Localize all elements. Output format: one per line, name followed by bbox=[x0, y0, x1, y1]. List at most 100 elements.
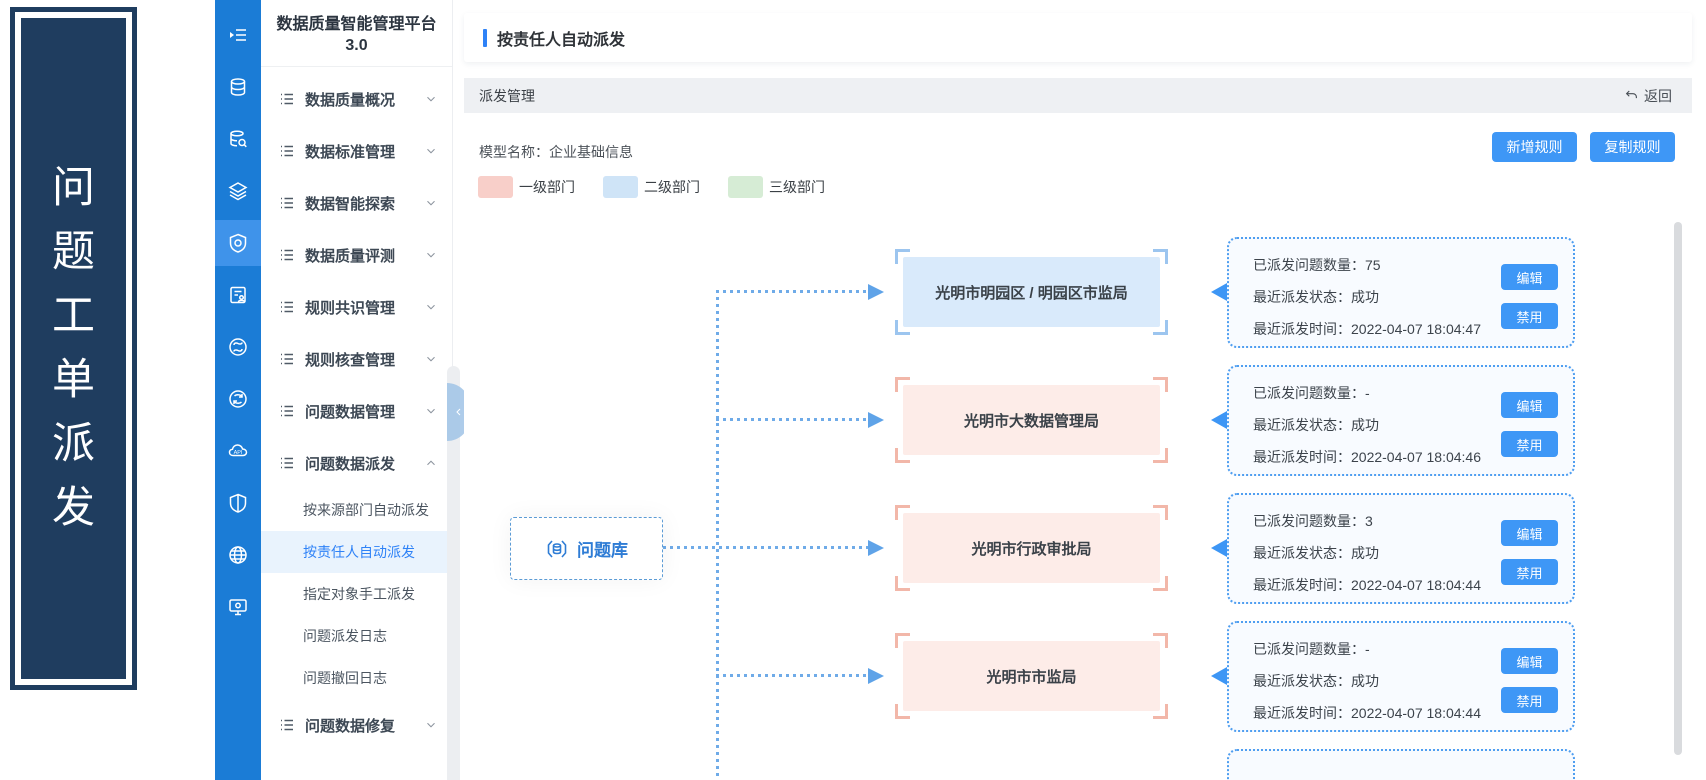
dispatch-status-row: 最近派发状态：2022-04-07 18:04:44成功 bbox=[1253, 665, 1573, 697]
globe-icon[interactable] bbox=[215, 532, 261, 578]
sidebar-item-data-quality-overview[interactable]: 数据质量概况 bbox=[261, 73, 452, 125]
edit-button[interactable]: 编辑 bbox=[1501, 520, 1558, 546]
sidebar-subitem-dispatch-log[interactable]: 问题派发日志 bbox=[261, 615, 452, 657]
banner-char: 单 bbox=[52, 356, 95, 404]
back-label: 返回 bbox=[1644, 87, 1672, 104]
shield-at-icon[interactable] bbox=[215, 220, 261, 266]
dispatch-status-row: 最近派发状态：成功 bbox=[1253, 537, 1573, 569]
dispatch-time-value: 2022-04-07 18:04:46 bbox=[1351, 449, 1481, 465]
sidebar-subitem-label: 按来源部门自动派发 bbox=[303, 502, 429, 518]
dept-node-label: 光明市明园区 / 明园区市监局 bbox=[935, 284, 1128, 302]
sidebar-item-rule-consensus[interactable]: 规则共识管理 bbox=[261, 281, 452, 333]
dispatch-info-card-partial bbox=[1227, 749, 1575, 780]
sync-alt-icon[interactable] bbox=[215, 376, 261, 422]
arrowhead-2 bbox=[868, 412, 884, 428]
card-pointer-1 bbox=[1211, 283, 1227, 301]
list-icon bbox=[281, 197, 293, 209]
dispatch-time-label: 最近派发时间： bbox=[1253, 577, 1351, 593]
panel-edge-scrollbar[interactable] bbox=[447, 366, 460, 780]
sidebar-subitem-dispatch-by-source-dept[interactable]: 按来源部门自动派发 bbox=[261, 489, 452, 531]
edit-button[interactable]: 编辑 bbox=[1501, 392, 1558, 418]
department-legend: 一级部门 二级部门 三级部门 bbox=[478, 176, 853, 198]
card-pointer-2 bbox=[1211, 411, 1227, 429]
shield-icon[interactable] bbox=[215, 480, 261, 526]
banner-char: 问 bbox=[52, 164, 95, 212]
disable-button[interactable]: 禁用 bbox=[1501, 303, 1558, 329]
page-header: 按责任人自动派发 bbox=[464, 13, 1692, 62]
edit-button[interactable]: 编辑 bbox=[1501, 648, 1558, 674]
corner-mark bbox=[895, 249, 910, 264]
sidebar-item-data-explore[interactable]: 数据智能探索 bbox=[261, 177, 452, 229]
problem-library-label: 问题库 bbox=[577, 541, 628, 560]
dispatch-status-row: 最近派发状态：成功 bbox=[1253, 281, 1573, 313]
dept-node-label: 光明市市监局 bbox=[986, 668, 1077, 686]
corner-mark bbox=[895, 633, 910, 648]
sidebar-subitem-label: 按责任人自动派发 bbox=[303, 544, 415, 560]
dept-node-4[interactable]: 光明市市监局 bbox=[895, 633, 1168, 719]
dispatch-info-card-3: 已派发问题数量：3 最近派发状态：成功 最近派发时间：2022-04-07 18… bbox=[1227, 493, 1575, 604]
list-icon bbox=[281, 405, 293, 417]
side-banner-text: 问 题 工 单 派 发 bbox=[21, 18, 126, 679]
corner-mark bbox=[1153, 576, 1168, 591]
disable-button[interactable]: 禁用 bbox=[1501, 559, 1558, 585]
database-search-icon[interactable] bbox=[215, 116, 261, 162]
sidebar-item-data-standard[interactable]: 数据标准管理 bbox=[261, 125, 452, 177]
connector-branch-3 bbox=[663, 546, 868, 549]
dept-node-1[interactable]: 光明市明园区 / 明园区市监局 bbox=[895, 249, 1168, 335]
sync-icon[interactable] bbox=[215, 324, 261, 370]
dispatch-info-card-2: 已派发问题数量：- 最近派发状态：成功 最近派发时间：2022-04-07 18… bbox=[1227, 365, 1575, 476]
arrowhead-4 bbox=[868, 668, 884, 684]
dispatch-status-row: 最近派发状态：成功 bbox=[1253, 409, 1573, 441]
list-icon bbox=[281, 145, 293, 157]
database-icon[interactable] bbox=[215, 64, 261, 110]
chevron-down-icon bbox=[427, 200, 435, 206]
sidebar-item-issue-data-dispatch[interactable]: 问题数据派发 bbox=[261, 437, 452, 489]
dept-node-2[interactable]: 光明市大数据管理局 bbox=[895, 377, 1168, 463]
connector-branch-2 bbox=[716, 418, 868, 421]
dispatch-status-label: 最近派发状态： bbox=[1253, 673, 1351, 689]
document-user-icon[interactable] bbox=[215, 272, 261, 318]
model-name-row: 模型名称：企业基础信息 bbox=[479, 142, 633, 162]
list-icon bbox=[281, 93, 293, 105]
dispatched-count-value: - bbox=[1365, 385, 1370, 401]
connector-branch-1 bbox=[716, 290, 868, 293]
sidebar-item-issue-data-management[interactable]: 问题数据管理 bbox=[261, 385, 452, 437]
sidebar-item-quality-evaluation[interactable]: 数据质量评测 bbox=[261, 229, 452, 281]
legend-label-level1: 一级部门 bbox=[519, 179, 575, 195]
dispatched-count-label: 已派发问题数量： bbox=[1253, 641, 1365, 657]
dispatched-count-label: 已派发问题数量： bbox=[1253, 513, 1365, 529]
collapse-menu-icon[interactable] bbox=[215, 12, 261, 58]
dispatch-info-card-1: 已派发问题数量：75 最近派发状态：成功 最近派发时间：2022-04-07 1… bbox=[1227, 237, 1575, 348]
sidebar-subitem-dispatch-by-owner[interactable]: 按责任人自动派发 bbox=[261, 531, 452, 573]
sidebar-item-issue-data-repair[interactable]: 问题数据修复 bbox=[261, 699, 452, 751]
api-cloud-icon[interactable]: API bbox=[215, 428, 261, 474]
corner-mark bbox=[1153, 448, 1168, 463]
disable-button[interactable]: 禁用 bbox=[1501, 687, 1558, 713]
dispatch-status-value: 成功 bbox=[1351, 545, 1379, 561]
copy-rule-button[interactable]: 复制规则 bbox=[1590, 132, 1675, 162]
dispatched-count-value: - bbox=[1365, 641, 1370, 657]
layers-icon[interactable] bbox=[215, 168, 261, 214]
legend-label-level2: 二级部门 bbox=[644, 179, 700, 195]
add-rule-button[interactable]: 新增规则 bbox=[1492, 132, 1577, 162]
dept-node-label: 光明市大数据管理局 bbox=[963, 412, 1099, 430]
disable-button[interactable]: 禁用 bbox=[1501, 431, 1558, 457]
app-title: 数据质量智能管理平台 3.0 bbox=[261, 0, 452, 67]
sidebar-item-rule-check[interactable]: 规则核查管理 bbox=[261, 333, 452, 385]
list-icon bbox=[281, 353, 293, 365]
edit-button[interactable]: 编辑 bbox=[1501, 264, 1558, 290]
undo-icon bbox=[1625, 90, 1637, 99]
corner-mark bbox=[895, 377, 910, 392]
dept-node-3[interactable]: 光明市行政审批局 bbox=[895, 505, 1168, 591]
sidebar-subitem-withdraw-log[interactable]: 问题撤回日志 bbox=[261, 657, 452, 699]
monitor-settings-icon[interactable] bbox=[215, 584, 261, 630]
chevron-down-icon bbox=[427, 356, 435, 362]
sidebar-subitem-manual-dispatch[interactable]: 指定对象手工派发 bbox=[261, 573, 452, 615]
back-button[interactable]: 返回 bbox=[1624, 86, 1672, 106]
vertical-scrollbar-thumb[interactable] bbox=[1674, 222, 1682, 755]
problem-library-node[interactable]: 问题库 bbox=[510, 517, 663, 580]
list-icon bbox=[281, 301, 293, 313]
dispatched-count-row: 已派发问题数量：3 bbox=[1253, 505, 1573, 537]
app-title-line1: 数据质量智能管理平台 bbox=[276, 16, 437, 33]
